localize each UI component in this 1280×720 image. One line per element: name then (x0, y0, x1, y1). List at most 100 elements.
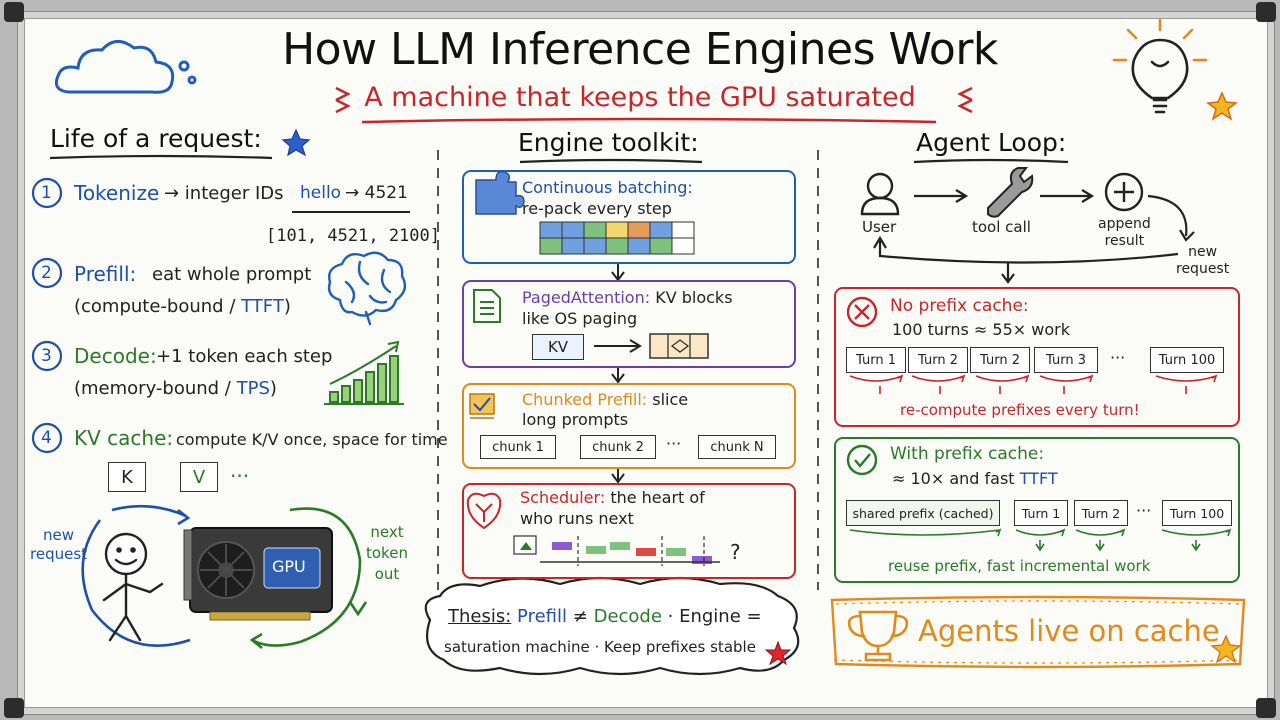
lightbulb-icon (1112, 18, 1208, 114)
turn-box: Turn 100 (1150, 347, 1224, 373)
growth-chart-icon (324, 340, 404, 405)
step-detail: (memory-bound / TPS) (74, 378, 277, 399)
error-icon (846, 296, 878, 328)
step-number: 4 (41, 428, 52, 448)
step-number: 3 (41, 346, 52, 366)
cache-desc-text: ≈ 10× and fast (892, 469, 1020, 488)
star-icon (1206, 91, 1238, 121)
step-text: compute K/V once, space for time (176, 430, 448, 449)
thesis-label: Thesis: (448, 606, 512, 627)
step-detail-text: (memory-bound / (74, 378, 237, 399)
shared-prefix-box: shared prefix (cached) (846, 500, 1000, 526)
brain-icon (327, 251, 407, 326)
turn-box: Turn 2 (1074, 500, 1128, 526)
page-title: How LLM Inference Engines Work (282, 24, 998, 75)
thesis-line-2: saturation machine · Keep prefixes stabl… (444, 638, 756, 656)
gpu-label: GPU (272, 557, 306, 576)
turn-box: Turn 2 (970, 347, 1030, 373)
thesis-engine: · Engine = (667, 606, 762, 627)
star-icon (1210, 634, 1242, 664)
chunk-box: chunk 1 (480, 435, 556, 459)
turn-dots: ··· (1136, 501, 1152, 520)
cloud-icon (54, 40, 197, 94)
trophy-icon (847, 610, 909, 662)
card-title: Scheduler: (520, 488, 606, 507)
checklist-icon (469, 393, 495, 419)
card-title: PagedAttention: (522, 288, 651, 307)
kv-value-box: V (180, 462, 218, 492)
step-key: Tokenize (74, 181, 160, 205)
card-title-rest: the heart of (610, 488, 705, 507)
step-key: Prefill: (74, 262, 137, 286)
no-cache-title: No prefix cache: (890, 296, 1029, 316)
chunk-box: chunk 2 (580, 435, 656, 459)
card-chunked-prefill (462, 383, 796, 469)
schedule-timeline (513, 535, 720, 566)
step-key: KV cache: (74, 426, 174, 450)
banner-frame (830, 595, 1246, 669)
wrench-icon (987, 167, 1034, 218)
step-text: eat whole prompt (152, 264, 312, 285)
loop-next-token: next token out (366, 523, 408, 583)
cache-title: With prefix cache: (890, 444, 1045, 464)
user-icon (860, 172, 900, 216)
left-heading: Life of a request: (50, 124, 262, 153)
star-icon (281, 128, 311, 157)
document-icon (473, 289, 501, 323)
loop-tool-label: tool call (972, 218, 1031, 236)
frame-corner (1256, 698, 1276, 718)
plus-circle-icon (1104, 172, 1144, 212)
thesis-neq: ≠ (572, 606, 588, 627)
cache-note: reuse prefix, fast incremental work (888, 557, 1151, 575)
no-prefix-cache-panel (834, 287, 1240, 427)
card-title: Chunked Prefill: (522, 390, 648, 409)
star-icon (764, 640, 792, 666)
card-title-rest: KV blocks (655, 288, 733, 307)
heart-icon (466, 492, 502, 530)
metric-ttft: TTFT (241, 296, 284, 317)
card-title-rest: slice (652, 390, 689, 409)
token-word: hello (300, 183, 342, 203)
gpu-card-icon (183, 527, 333, 621)
frame-corner (4, 698, 24, 718)
kv-key-box: K (108, 462, 146, 492)
kv-dots: ··· (230, 464, 250, 488)
frame-corner (4, 2, 24, 22)
token-id: → 4521 (345, 183, 408, 203)
card-desc: long prompts (522, 410, 629, 429)
turn-dots: ··· (1110, 348, 1126, 367)
turn-box: Turn 1 (1014, 500, 1068, 526)
banner-text: Agents live on cache (918, 614, 1220, 648)
step-detail-text: (compute-bound / (74, 296, 242, 317)
turn-box: Turn 3 (1034, 347, 1098, 373)
cache-desc: ≈ 10× and fast TTFT (892, 469, 1058, 488)
metric-tps: TPS (236, 378, 270, 399)
step-number: 2 (41, 263, 52, 283)
batch-grid (539, 221, 695, 255)
loop-new-request-label: new request (1176, 244, 1230, 277)
card-title-line: Scheduler: the heart of (520, 488, 705, 507)
card-title-line: PagedAttention: KV blocks (522, 288, 733, 307)
step-detail-close: ) (283, 296, 291, 317)
step-number: 1 (41, 183, 52, 203)
thesis-prefill: Prefill (517, 606, 568, 627)
step-text: → integer IDs (164, 183, 284, 204)
middle-heading: Engine toolkit: (518, 128, 699, 157)
no-cache-desc: 100 turns ≈ 55× work (892, 320, 1070, 339)
card-desc: re-pack every step (522, 199, 672, 218)
turn-box: Turn 100 (1162, 500, 1232, 526)
metric-ttft: TTFT (1019, 469, 1058, 488)
thesis-line-1: Thesis: Prefill ≠ Decode · Engine = (448, 606, 762, 627)
token-ids: [101, 4521, 2100] (266, 226, 440, 246)
card-scheduler (462, 483, 796, 579)
no-cache-note: re-compute prefixes every turn! (900, 401, 1140, 419)
chunk-box: chunk N (698, 435, 776, 459)
card-desc: who runs next (520, 509, 634, 528)
loop-append-label: append result (1098, 216, 1151, 249)
kv-block: KV (532, 334, 584, 360)
loop-user-label: User (862, 218, 897, 236)
turn-box: Turn 2 (908, 347, 968, 373)
card-desc: like OS paging (522, 309, 638, 328)
